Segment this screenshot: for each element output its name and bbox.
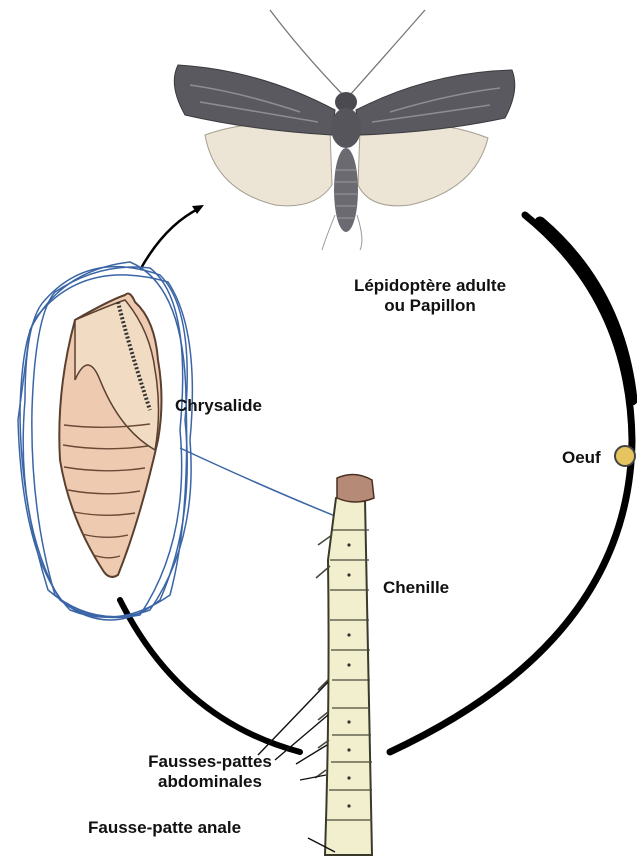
adult-label-line1: Lépidoptère adulte: [325, 276, 535, 296]
prolegs-label: Fausses-pattes abdominales: [120, 752, 300, 792]
prolegs-label-line2: abdominales: [120, 772, 300, 792]
moth-abdomen: [334, 148, 358, 232]
moth-antenna-left: [270, 10, 343, 95]
bottom-cycle-arc: [120, 600, 300, 752]
moth-forewing-left: [174, 65, 335, 135]
caterpillar-label: Chenille: [383, 578, 449, 598]
moth-hindwing-left: [205, 124, 332, 206]
egg-label: Oeuf: [562, 448, 601, 468]
moth-hindwing-right: [358, 124, 488, 206]
adult-label-line2: ou Papillon: [325, 296, 535, 316]
moth-antenna-right: [350, 10, 425, 95]
larva-body: [325, 495, 372, 855]
chrysalis-illustration: [59, 294, 161, 577]
larva-head: [337, 474, 374, 502]
moth-forewing-right: [356, 70, 515, 135]
adult-label: Lépidoptère adulte ou Papillon: [325, 276, 535, 316]
caterpillar-illustration: [315, 474, 374, 855]
prolegs-label-line1: Fausses-pattes: [120, 752, 300, 772]
egg-to-adult-arc-thick: [540, 222, 632, 400]
pupa-to-adult-arrow: [140, 208, 200, 270]
moth-thorax: [331, 108, 361, 148]
egg-dot: [615, 446, 635, 466]
anal-proleg-label: Fausse-patte anale: [88, 818, 241, 838]
moth-illustration: [174, 10, 514, 250]
chrysalis-label: Chrysalide: [175, 396, 262, 416]
